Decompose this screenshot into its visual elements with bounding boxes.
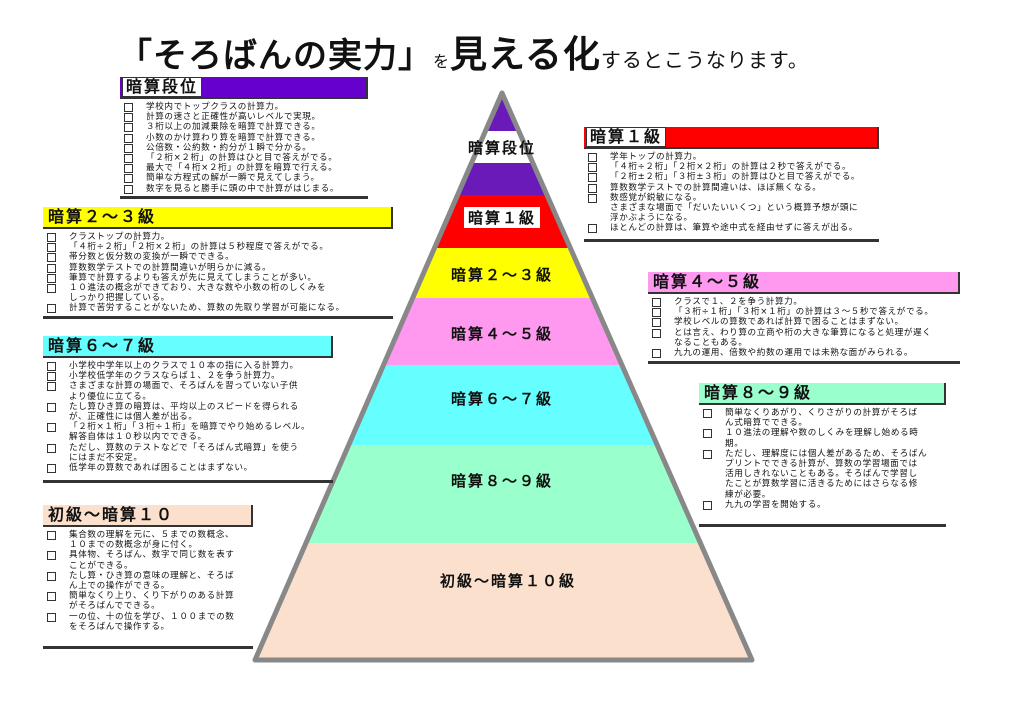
- checklist-item: 小数のかけ算わり算を暗算で計算できる。: [120, 133, 368, 143]
- section-title: 暗算８～９級: [704, 383, 813, 402]
- section-header: 暗算段位: [120, 77, 368, 97]
- section-title: 暗算２～３級: [48, 207, 157, 226]
- pyramid-band-beginner: [255, 543, 752, 660]
- pyramid-label-dan: 暗算段位: [467, 139, 537, 157]
- checklist-item: さまざまな計算の場面で、そろばんを習っていない子供 より優位に立てる。: [43, 381, 333, 402]
- pyramid-label-kyu67: 暗算６～７級: [450, 390, 554, 408]
- section-kyu89: 暗算８～９級簡単なくりあがり、くりさがりの計算がそろば ん式暗算でできる。１０進…: [699, 383, 946, 527]
- section-header: 初級～暗算１０: [43, 505, 253, 525]
- checklist: 集合数の理解を元に、５までの数概念、 １０までの数概念が身に付く。具体物、そろば…: [43, 530, 253, 632]
- section-header: 暗算１級: [584, 127, 879, 147]
- checklist-item: たし算ひき算の暗算は、平均以上のスピードを得られる が、正確性には個人差が出る。: [43, 402, 333, 422]
- section-divider: [699, 524, 946, 527]
- pyramid-label-kyu45: 暗算４～５級: [450, 325, 554, 343]
- section-dan: 暗算段位学校内でトップクラスの計算力。計算の速さと正確性が高いレベルで実現。３桁…: [120, 77, 368, 199]
- section-title: 暗算１級: [586, 127, 667, 147]
- checklist-item: クラスで１、２を争う計算力。: [648, 297, 960, 308]
- section-title: 暗算段位: [122, 77, 203, 97]
- checklist-item: 算数数学テストでの計算間違いが明らかに減る。: [43, 263, 393, 273]
- checklist-item: とは言え、わり算の立商や桁の大きな筆算になると処理が遅く なることもある。: [648, 328, 960, 348]
- section-divider: [43, 646, 253, 649]
- checklist-item: 低学年の算数であれば困ることはまずない。: [43, 463, 333, 474]
- pyramid-label-kyu89: 暗算８～９級: [450, 472, 554, 490]
- section-divider: [648, 361, 960, 364]
- section-kyu45: 暗算４～５級クラスで１、２を争う計算力。「３桁÷１桁」「３桁×１桁」の計算は３～…: [648, 272, 960, 364]
- section-divider: [584, 239, 879, 242]
- section-header: 暗算８～９級: [699, 383, 946, 403]
- checklist-item: 九九の学習を開始する。: [699, 500, 946, 511]
- title-part-4: するとこうなります。: [600, 48, 809, 72]
- title-part-2: を: [433, 52, 451, 71]
- section-divider: [43, 316, 393, 319]
- section-header: 暗算２～３級: [43, 207, 393, 227]
- title-part-1: 「そろばんの実力」: [118, 36, 433, 76]
- checklist-item: 「４桁÷２桁」「２桁×２桁」の計算は５秒程度で答えがでる。: [43, 242, 393, 253]
- section-kyu1: 暗算１級学年トップの計算力。「４桁÷２桁」「２桁×２桁」の計算は２秒で答えがでる…: [584, 127, 879, 242]
- checklist-item: １０進法の概念ができており、大きな数や小数の桁のしくみを しっかり把握している。: [43, 283, 393, 303]
- checklist-item: 「２桁±２桁」「３桁±３桁」の計算はひと目で答えがでる。: [584, 172, 879, 183]
- checklist-item: 簡単な方程式の解が一瞬で見えてしまう。: [120, 173, 368, 184]
- checklist: クラストップの計算力。「４桁÷２桁」「２桁×２桁」の計算は５秒程度で答えがでる。…: [43, 232, 393, 314]
- checklist-item: 簡単なくりあがり、くりさがりの計算がそろば ん式暗算でできる。: [699, 408, 946, 428]
- checklist-item: 学校レベルの算数であれば計算で困ることはまずない。: [648, 317, 960, 328]
- checklist-item: 「２桁×１桁」「３桁÷１桁」を暗算でやり始めるレベル。 解答自体は１０秒以内でで…: [43, 422, 333, 442]
- checklist-item: 数感覚が鋭敏になる。 さまざまな場面で「だいたいいくつ」という概算予想が頭に 浮…: [584, 193, 879, 224]
- checklist-item: 学年トップの計算力。: [584, 152, 879, 163]
- section-header: 暗算４～５級: [648, 272, 960, 292]
- section-title: 暗算６～７級: [48, 336, 157, 355]
- pyramid-label-kyu1: 暗算１級: [463, 207, 541, 228]
- checklist-item: クラストップの計算力。: [43, 232, 393, 243]
- page-title: 「そろばんの実力」を見える化するとこうなります。: [118, 24, 809, 78]
- checklist-item: 一の位、十の位を学び、１００までの数 をそろばんで操作する。: [43, 612, 253, 632]
- checklist-item: 具体物、そろばん、数字で同じ数を表す ことができる。: [43, 550, 253, 571]
- checklist-item: 集合数の理解を元に、５までの数概念、 １０までの数概念が身に付く。: [43, 530, 253, 550]
- checklist-item: ただし、算数のテストなどで「そろばん式暗算」を使う にはまだ不安定。: [43, 443, 333, 463]
- checklist-item: 算数数学テストでの計算間違いは、ほぼ無くなる。: [584, 183, 879, 193]
- checklist-item: 小学校中学年以上のクラスで１０本の指に入る計算力。: [43, 361, 333, 372]
- checklist: クラスで１、２を争う計算力。「３桁÷１桁」「３桁×１桁」の計算は３～５秒で答えが…: [648, 297, 960, 359]
- section-title: 暗算４～５級: [653, 272, 762, 291]
- checklist-item: 公倍数・公約数・約分が１瞬で分かる。: [120, 143, 368, 154]
- checklist-item: 九九の運用、倍数や約数の運用では未熟な面がみられる。: [648, 348, 960, 359]
- checklist: 簡単なくりあがり、くりさがりの計算がそろば ん式暗算でできる。１０進法の理解や数…: [699, 408, 946, 511]
- checklist: 学年トップの計算力。「４桁÷２桁」「２桁×２桁」の計算は２秒で答えがでる。「２桁…: [584, 152, 879, 234]
- section-header: 暗算６～７級: [43, 336, 333, 356]
- checklist-item: 「２桁×２桁」の計算はひと目で答えがでる。: [120, 153, 368, 164]
- checklist-item: 帯分数と仮分数の変換が一瞬でできる。: [43, 252, 393, 263]
- checklist-item: ３桁以上の加減乗除を暗算で計算できる。: [120, 122, 368, 133]
- title-part-3: 見える化: [450, 33, 601, 76]
- checklist-item: ほとんどの計算は、筆算や途中式を経由せずに答えが出る。: [584, 223, 879, 234]
- pyramid-outline: [252, 90, 755, 663]
- checklist-item: ただし、理解度には個人差があるため、そろばん プリントでできる計算が、算数の学習…: [699, 449, 946, 500]
- checklist-item: たし算・ひき算の意味の理解と、そろば ん上での操作ができる。: [43, 571, 253, 591]
- checklist-item: 計算で苦労することがないため、算数の先取り学習が可能になる。: [43, 303, 393, 314]
- checklist: 学校内でトップクラスの計算力。計算の速さと正確性が高いレベルで実現。３桁以上の加…: [120, 102, 368, 194]
- section-kyu67: 暗算６～７級小学校中学年以上のクラスで１０本の指に入る計算力。小学校低学年のクラ…: [43, 336, 333, 483]
- checklist-item: 「３桁÷１桁」「３桁×１桁」の計算は３～５秒で答えがでる。: [648, 307, 960, 318]
- checklist-item: 数字を見ると勝手に頭の中で計算がはじまる。: [120, 184, 368, 194]
- pyramid-label-beginner: 初級～暗算１０級: [439, 572, 577, 590]
- section-divider: [43, 480, 333, 483]
- checklist-item: 学校内でトップクラスの計算力。: [120, 102, 368, 113]
- section-title: 初級～暗算１０: [48, 505, 175, 524]
- section-divider: [120, 196, 368, 199]
- pyramid-label-kyu23: 暗算２～３級: [450, 266, 554, 284]
- section-beginner: 初級～暗算１０ 集合数の理解を元に、５までの数概念、 １０までの数概念が身に付く。…: [43, 505, 253, 649]
- checklist-item: １０進法の理解や数のしくみを理解し始める時 期。: [699, 428, 946, 449]
- checklist-item: 小学校低学年のクラスならば１、２を争う計算力。: [43, 371, 333, 382]
- checklist-item: 計算の速さと正確性が高いレベルで実現。: [120, 112, 368, 123]
- checklist-item: 最大で「４桁×２桁」の計算を暗算で行える。: [120, 163, 368, 174]
- checklist-item: 筆算で計算するよりも答えが先に見えてしまうことが多い。: [43, 273, 393, 284]
- section-kyu23: 暗算２～３級クラストップの計算力。「４桁÷２桁」「２桁×２桁」の計算は５秒程度で…: [43, 207, 393, 319]
- checklist: 小学校中学年以上のクラスで１０本の指に入る計算力。小学校低学年のクラスならば１、…: [43, 361, 333, 474]
- checklist-item: 簡単なくり上り、くり下がりのある計算 がそろばんでできる。: [43, 591, 253, 611]
- checklist-item: 「４桁÷２桁」「２桁×２桁」の計算は２秒で答えがでる。: [584, 162, 879, 173]
